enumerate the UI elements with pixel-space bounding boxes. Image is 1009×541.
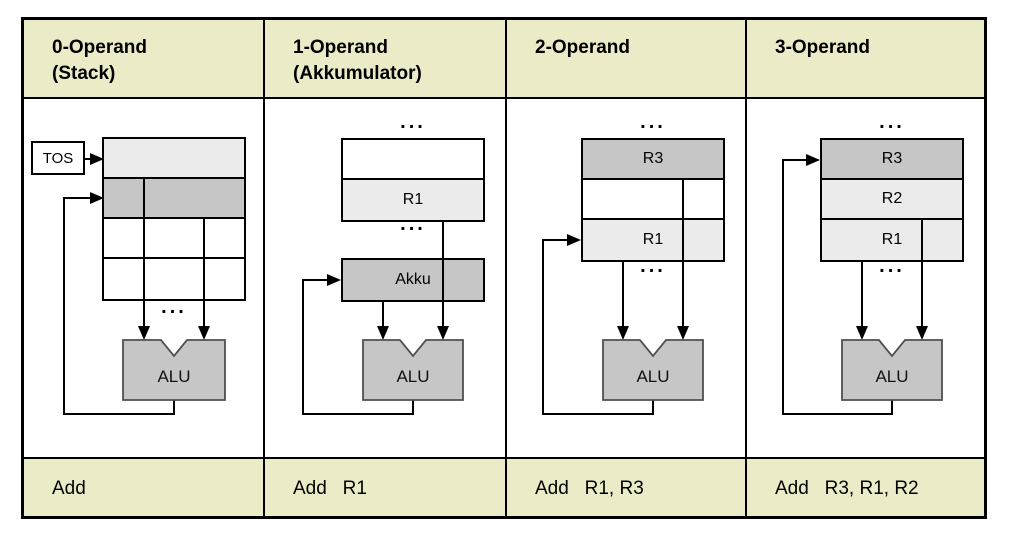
alu-shape-stack (122, 339, 226, 401)
architecture-comparison-table: 0-Operand (Stack) 1-Operand (Akkumulator… (21, 17, 987, 519)
arrow-down-icon (138, 326, 150, 340)
header-0-line1: 0-Operand (52, 37, 148, 58)
arrow-right-icon (90, 192, 104, 204)
diagram-body: TOS ... ... R1 ... Akku ... R3 R1 ... ..… (24, 99, 984, 457)
alu-shape-2op (602, 339, 704, 401)
arrow-right-icon (567, 234, 581, 246)
twoop-cell-r1: R1 (583, 220, 723, 260)
header-1-line1: 1-Operand (293, 37, 389, 58)
alu-shape-akku (362, 339, 464, 401)
header-3-line1: 3-Operand (775, 37, 871, 58)
alu-shape-3op (841, 339, 943, 401)
header-2-operand: 2-Operand (507, 20, 745, 99)
alu-label-3op: ALU (875, 367, 908, 386)
twoop-ellipsis-top: ... (640, 111, 666, 133)
stack-cell-fourth (104, 259, 244, 299)
stack-register-box (102, 137, 246, 301)
akku-cell: Akku (343, 260, 483, 300)
alu-label-stack: ALU (157, 367, 190, 386)
akku-reg-cell-r1: R1 (343, 180, 483, 220)
akku-ellipsis-mid: ... (400, 213, 426, 235)
column-separator (745, 20, 747, 516)
threeop-ellipsis-bottom: ... (879, 255, 905, 277)
arrow-right-icon (806, 154, 820, 166)
arrow-down-icon (198, 326, 210, 340)
stack-cell-third (104, 219, 244, 259)
arrow-right-icon (327, 274, 341, 286)
column-separator (505, 20, 507, 516)
header-1-line2: (Akkumulator) (293, 63, 422, 84)
twoop-ellipsis-bottom: ... (640, 255, 666, 277)
akku-reg-cell-empty (343, 140, 483, 180)
instruction-stack: Add (52, 477, 86, 499)
alu-label-2op: ALU (636, 367, 669, 386)
stack-cell-second (104, 179, 244, 219)
instruction-2op: Add R1, R3 (535, 477, 644, 499)
header-3-operand: 3-Operand (747, 20, 984, 99)
arrow-down-icon (916, 326, 928, 340)
akku-register-box: R1 (341, 138, 485, 222)
arrow-down-icon (377, 326, 389, 340)
header-row: 0-Operand (Stack) 1-Operand (Akkumulator… (24, 20, 984, 99)
alu-label-akku: ALU (396, 367, 429, 386)
threeop-register-box: R3 R2 R1 (820, 138, 964, 262)
header-0-line2: (Stack) (52, 63, 116, 84)
akku-ellipsis-top: ... (400, 111, 426, 133)
instruction-akku: Add R1 (293, 477, 367, 499)
akku-box: Akku (341, 258, 485, 302)
threeop-ellipsis-top: ... (879, 111, 905, 133)
threeop-cell-r3: R3 (822, 140, 962, 180)
arrow-down-icon (856, 326, 868, 340)
arrow-right-icon (90, 153, 104, 165)
twoop-register-box: R3 R1 (581, 138, 725, 262)
column-separator (263, 20, 265, 516)
arrow-down-icon (437, 326, 449, 340)
datapath-overlay: ALU ALU ALU ALU (63, 153, 943, 415)
arrow-down-icon (677, 326, 689, 340)
header-2-line1: 2-Operand (535, 37, 631, 58)
instruction-3op: Add R3, R1, R2 (775, 477, 919, 499)
header-0-operand: 0-Operand (Stack) (24, 20, 263, 99)
threeop-cell-r1: R1 (822, 220, 962, 260)
header-1-operand: 1-Operand (Akkumulator) (265, 20, 505, 99)
stack-cell-top (104, 139, 244, 179)
twoop-cell-r3: R3 (583, 140, 723, 180)
threeop-cell-r2: R2 (822, 180, 962, 220)
instruction-row: Add Add R1 Add R1, R3 Add R3, R1, R2 (24, 457, 984, 516)
twoop-cell-empty (583, 180, 723, 220)
arrowheads (90, 153, 928, 340)
arrow-down-icon (617, 326, 629, 340)
stack-ellipsis-bottom: ... (161, 296, 187, 318)
